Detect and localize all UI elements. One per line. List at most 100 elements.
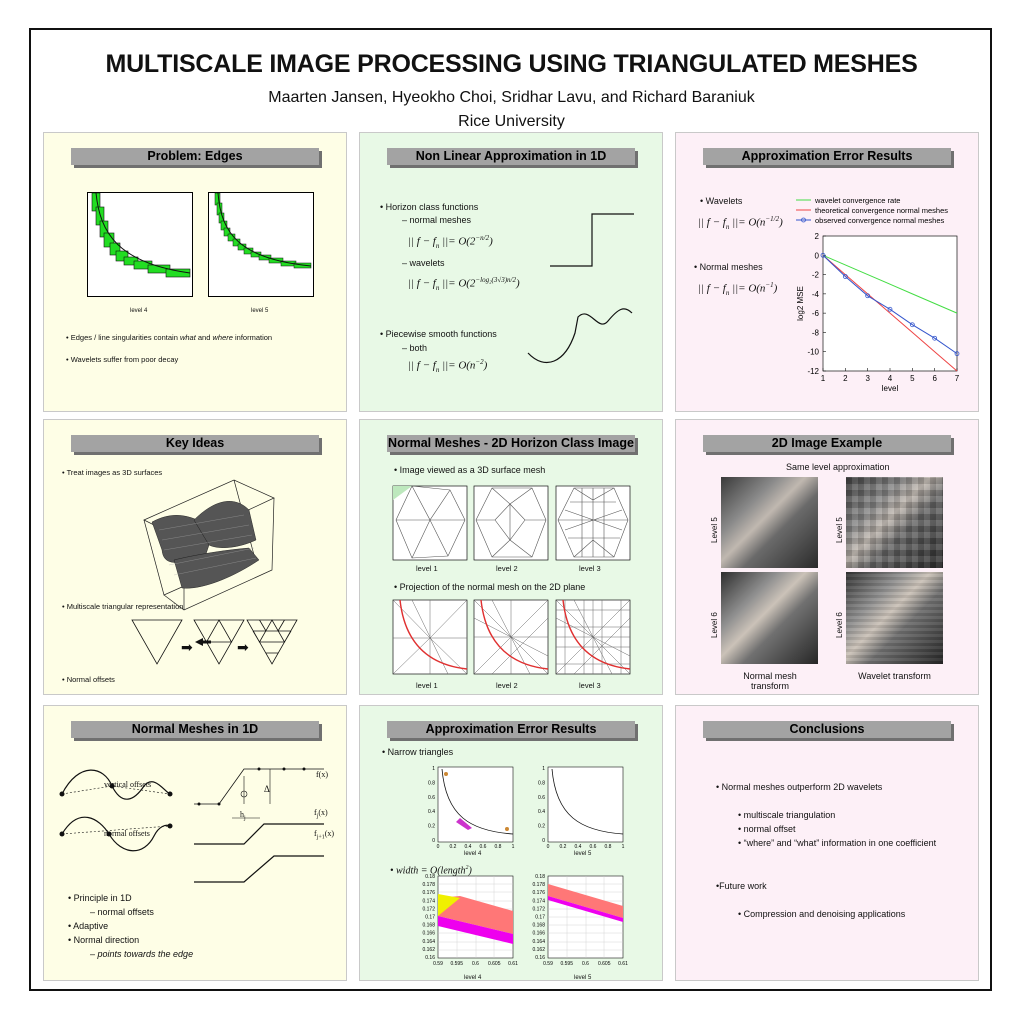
legend-marker <box>801 217 806 223</box>
label-hj: hj <box>240 810 246 822</box>
nm2d-caption-3: level 3 <box>579 564 601 573</box>
top-y-tick-label: 0.4 <box>538 809 545 815</box>
nm2d-bullet-2: • Projection of the normal mesh on the 2… <box>394 582 586 592</box>
aer2-cap-3: level 4 <box>464 975 482 981</box>
edges-bullet-1: • Edges / line singularities contain wha… <box>66 333 273 342</box>
top-y-tick-label: 1 <box>542 766 545 772</box>
aer2-cap-4: level 5 <box>574 975 592 981</box>
caption-normal-mesh-transform: Normal mesh transform <box>743 671 797 691</box>
nm2d-bullet-1: • Image viewed as a 3D surface mesh <box>394 465 546 475</box>
bullet-2-text: Wavelets suffer from poor decay <box>70 355 179 364</box>
band-red-level4 <box>438 896 513 934</box>
aer2-cap-2: level 5 <box>574 851 592 857</box>
nla-f1-exp: −n/2 <box>475 234 490 242</box>
label-fj: fj(x) <box>314 808 328 820</box>
top-y-tick-label: 0.6 <box>538 795 545 801</box>
y-tick-label: 2 <box>815 232 820 241</box>
edge-staircase-level4 <box>91 192 191 278</box>
top-x-tick-label: 0 <box>547 844 550 850</box>
level6-label-left: Level 6 <box>710 612 719 638</box>
nla-f1-lhs: || f − f <box>408 235 436 248</box>
concl-sub-1: • multiscale triangulation <box>738 810 836 820</box>
top-y-tick-label: 0.2 <box>538 824 545 830</box>
aer1-f1-lhs: || f − f <box>698 216 726 229</box>
aer2-formula-text: width = O(length <box>396 865 466 877</box>
aer2-bullet-1: • Narrow triangles <box>382 747 454 757</box>
aer1-bullet-1: • Wavelets <box>700 196 743 206</box>
bottom-y-tick-label: 0.178 <box>532 882 545 888</box>
keyideas-bullet-1: • Treat images as 3D surfaces <box>62 468 163 477</box>
y-tick-label: -10 <box>807 348 819 357</box>
hj-sub: j <box>244 815 246 822</box>
panel-title: Non Linear Approximation in 1D <box>387 148 635 165</box>
keyideas-bullet-2: • Multiscale triangular representation <box>62 602 184 611</box>
panel-approx-error-1: Approximation Error Results • Wavelets |… <box>675 132 979 412</box>
triangle-refinement <box>131 619 298 665</box>
fj1-f: f <box>314 829 317 838</box>
panel-title: Normal Meshes in 1D <box>71 721 319 738</box>
bottom-y-tick-label: 0.166 <box>532 931 545 937</box>
x-tick-label: 2 <box>843 374 848 383</box>
nla-f3-exp: −2 <box>475 358 484 366</box>
bottom-y-tick-label: 0.176 <box>422 890 435 896</box>
concl-sub-1-text: multiscale triangulation <box>743 810 836 820</box>
edge-staircase-level5 <box>214 192 312 269</box>
poster-affiliation: Rice University <box>458 113 565 130</box>
nm2d-caption-2: level 2 <box>496 564 518 573</box>
concl-sub-2-text: normal offset <box>743 824 796 834</box>
poster-title: MULTISCALE IMAGE PROCESSING USING TRIANG… <box>105 50 918 78</box>
top-x-tick-label: 0.8 <box>495 844 502 850</box>
mesh-grid-projection <box>392 599 631 675</box>
nm1d-bullet-3: • Normal direction <box>68 935 140 945</box>
bottom-y-tick-label: 0.172 <box>422 906 435 912</box>
bottom-x-tick-label: 0.59 <box>543 961 553 967</box>
nla-sub-3: – both <box>402 343 428 353</box>
y-tick-label: -6 <box>812 309 820 318</box>
aer2-formula-exp: 2 <box>465 865 469 871</box>
aer1-f2-exp: −1 <box>765 281 774 289</box>
img2d-subtitle: Same level approximation <box>786 462 890 472</box>
fj-post: (x) <box>318 808 328 817</box>
fj1-sub: j+1 <box>316 834 325 841</box>
nla-f2-sub: n <box>435 283 440 292</box>
bottom-y-tick-label: 0.16 <box>425 955 435 961</box>
nla-bullet-1-text: Horizon class functions <box>385 202 479 212</box>
bottom-x-tick-label: 0.59 <box>433 961 443 967</box>
x-tick-label: 6 <box>932 374 937 383</box>
nm2d-caption-1: level 1 <box>416 564 438 573</box>
plot-area <box>822 235 958 372</box>
band-magenta-level5 <box>548 896 623 922</box>
poster-authors: Maarten Jansen, Hyeokho Choi, Sridhar La… <box>268 89 755 106</box>
label-vertical-offsets: vertical offsets <box>104 780 152 789</box>
concl-sub-4: • Compression and denoising applications <box>738 909 906 919</box>
nla-f2-rhs: ||= O(2 <box>439 277 476 290</box>
panel-title: Conclusions <box>703 721 951 738</box>
arrow-right-icon: ➡ <box>237 639 249 655</box>
bottom-y-tick-label: 0.164 <box>422 939 435 945</box>
x-axis-label: level <box>882 384 899 393</box>
concl-bullet-2-text: Future work <box>719 881 767 891</box>
nm1d-sub-3: – points towards the edge <box>90 949 194 959</box>
nla-f3-sub: n <box>435 365 440 374</box>
nla-formula-3: || f − fn ||= O(n−2) <box>408 358 488 374</box>
bottom-y-tick-label: 0.17 <box>535 915 545 921</box>
nm2d-caption-6: level 3 <box>579 681 601 690</box>
nla-f1-rhs: ||= O(2 <box>439 235 476 248</box>
plot-top-right-frame <box>547 766 624 843</box>
bullet-1-where: where <box>212 333 233 342</box>
bottom-y-tick-label: 0.18 <box>425 874 435 880</box>
bottom-x-tick-label: 0.61 <box>508 961 518 967</box>
top-x-tick-label: 0 <box>437 844 440 850</box>
y-tick-label: -4 <box>812 290 820 299</box>
bottom-y-tick-label: 0.168 <box>532 923 545 929</box>
lena-level6-wavelet <box>846 572 943 664</box>
series-point <box>820 252 826 258</box>
series-point <box>887 306 893 312</box>
bullet-1-what: what <box>179 333 196 342</box>
panel-conclusions: Conclusions • Normal meshes outperform 2… <box>675 705 979 981</box>
aer1-f1-sub: n <box>725 222 730 231</box>
keyideas-bullet-3: • Normal offsets <box>62 675 115 684</box>
band-yellow-level4 <box>438 894 460 916</box>
caption-level4: level 4 <box>130 308 148 314</box>
